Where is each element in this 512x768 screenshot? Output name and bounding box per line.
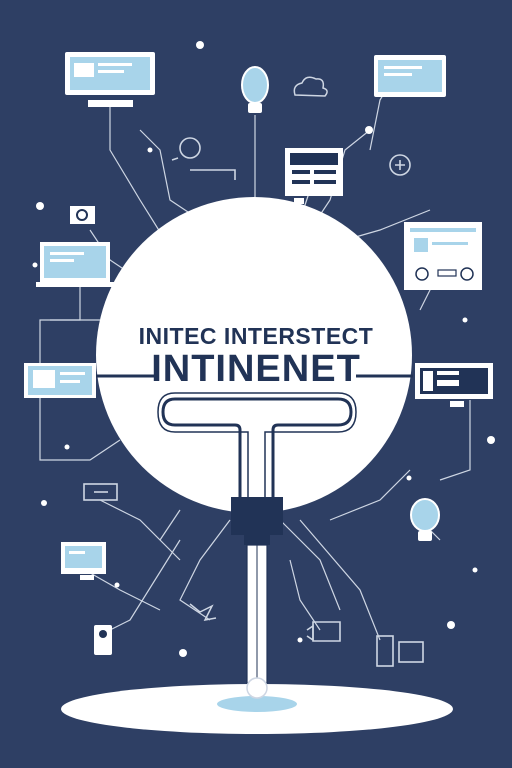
phone-icon [94, 625, 112, 655]
toolbox-icon [306, 621, 341, 642]
lightbulb-icon-right [410, 498, 440, 541]
headline-line-2: INTINENET [151, 348, 361, 390]
gear-icon [171, 137, 236, 180]
window-icon [374, 55, 446, 97]
storage-icon [415, 363, 493, 407]
headline-line-1: INITEC INTERSTECT [138, 323, 374, 349]
pedestal-pole [244, 535, 270, 699]
laptop-icon [36, 242, 114, 287]
dashboard-window-icon [404, 222, 482, 290]
chip-icon [83, 483, 118, 501]
browser-window-icon [285, 148, 343, 204]
mobile-device-icon [61, 542, 106, 580]
message-icon [389, 154, 411, 176]
pedestal-glow [217, 696, 297, 712]
connector-stem [157, 392, 357, 500]
wrench-icon [189, 603, 217, 622]
cloud-icon [293, 76, 328, 97]
tablet-icon [376, 635, 424, 667]
search-icon [70, 206, 95, 224]
globe-circle [96, 197, 412, 513]
lightbulb-icon [241, 66, 269, 113]
server-rack-icon [24, 363, 96, 398]
connector-block [231, 497, 283, 535]
monitor-icon [65, 52, 155, 107]
